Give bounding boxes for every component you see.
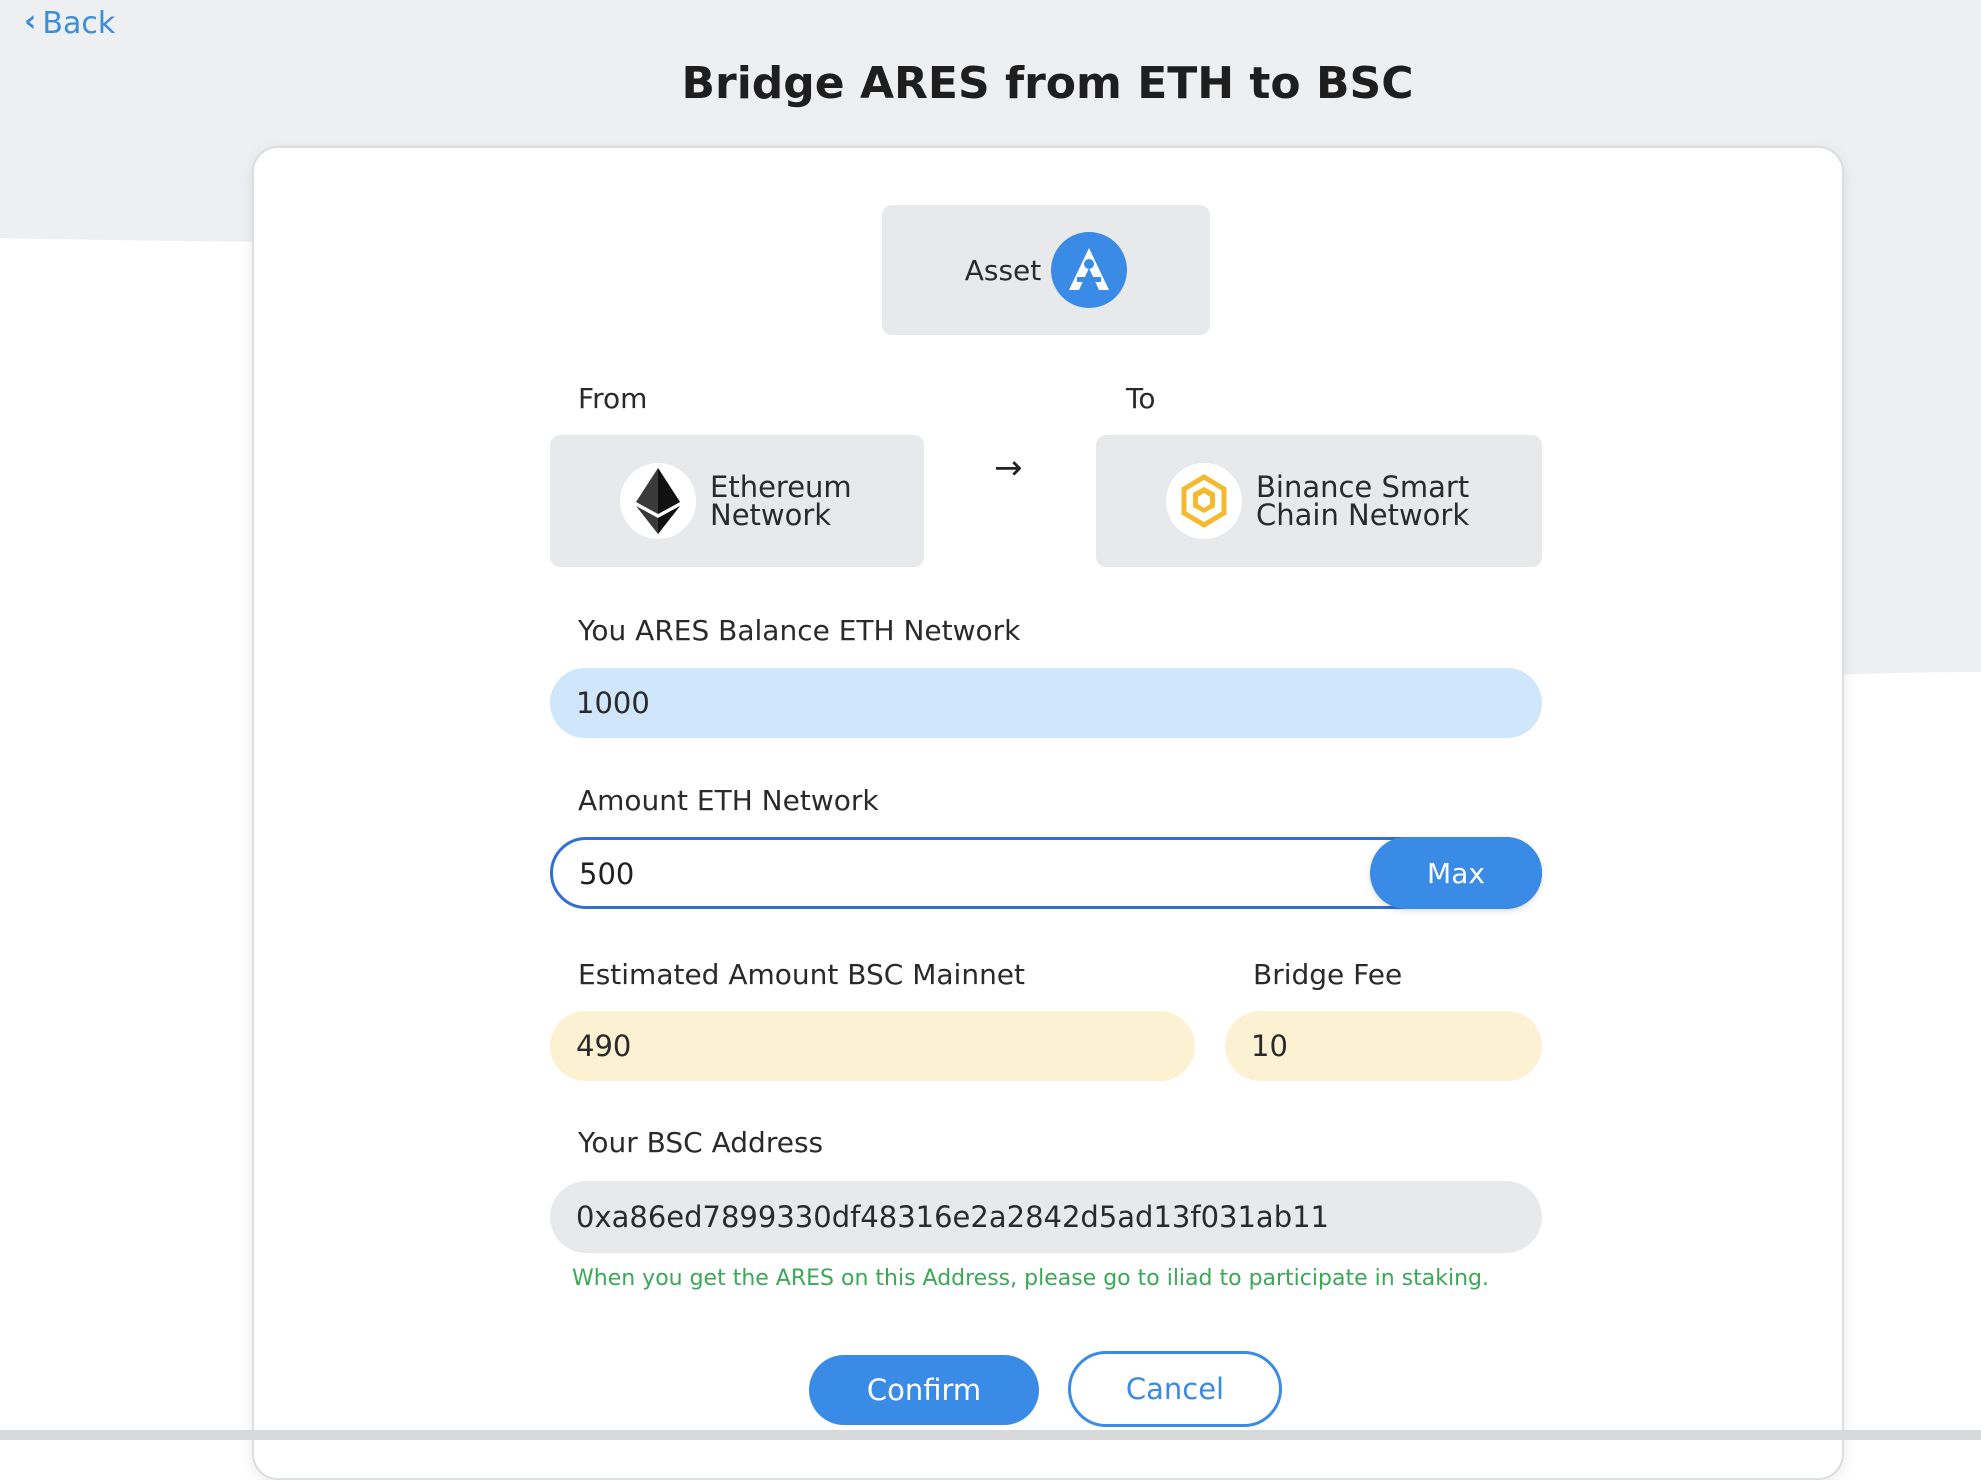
direction-arrow: → (994, 448, 1023, 488)
cancel-button[interactable]: Cancel (1068, 1351, 1282, 1427)
address-value: 0xa86ed7899330df48316e2a2842d5ad13f031ab… (576, 1200, 1330, 1234)
to-network-name-line1: Binance Smart (1256, 470, 1470, 504)
from-network-selector[interactable]: Ethereum Network (550, 435, 924, 567)
address-label: Your BSC Address (578, 1126, 824, 1159)
fee-value: 10 (1251, 1029, 1288, 1063)
page-title: Bridge ARES from ETH to BSC (681, 58, 1414, 109)
address-hint: When you get the ARES on this Address, p… (572, 1266, 1489, 1291)
ethereum-icon (620, 463, 696, 539)
asset-selector[interactable]: Asset (882, 205, 1210, 335)
fee-field: 10 (1225, 1011, 1542, 1081)
binance-icon (1166, 463, 1242, 539)
balance-value: 1000 (576, 686, 650, 720)
from-label: From (578, 382, 648, 415)
bridge-card (252, 146, 1844, 1480)
bottom-scroll-edge (0, 1430, 1981, 1440)
from-network-name-line1: Ethereum (710, 470, 852, 504)
amount-input[interactable] (577, 840, 1321, 906)
to-label: To (1126, 382, 1156, 415)
confirm-button[interactable]: Confirm (809, 1355, 1039, 1425)
address-field[interactable]: 0xa86ed7899330df48316e2a2842d5ad13f031ab… (550, 1181, 1542, 1253)
fee-label: Bridge Fee (1253, 958, 1403, 991)
from-network-name-line2: Network (710, 498, 832, 532)
balance-label: You ARES Balance ETH Network (578, 614, 1021, 647)
estimate-label: Estimated Amount BSC Mainnet (578, 958, 1026, 991)
asset-label: Asset (964, 253, 1042, 287)
balance-field: 1000 (550, 668, 1542, 738)
from-network-name: Ethereum Network (710, 470, 852, 532)
estimate-value: 490 (576, 1029, 632, 1063)
ares-logo-icon (1051, 232, 1128, 308)
estimate-field: 490 (550, 1011, 1195, 1081)
back-link[interactable]: ‹ Back (24, 4, 116, 41)
back-label: Back (42, 6, 116, 41)
to-network-name: Binance Smart Chain Network (1256, 470, 1470, 532)
max-button[interactable]: Max (1370, 837, 1542, 909)
to-network-name-line2: Chain Network (1256, 498, 1470, 532)
chevron-left-icon: ‹ (24, 4, 37, 39)
to-network-selector[interactable]: Binance Smart Chain Network (1096, 435, 1542, 567)
amount-label: Amount ETH Network (578, 784, 879, 817)
